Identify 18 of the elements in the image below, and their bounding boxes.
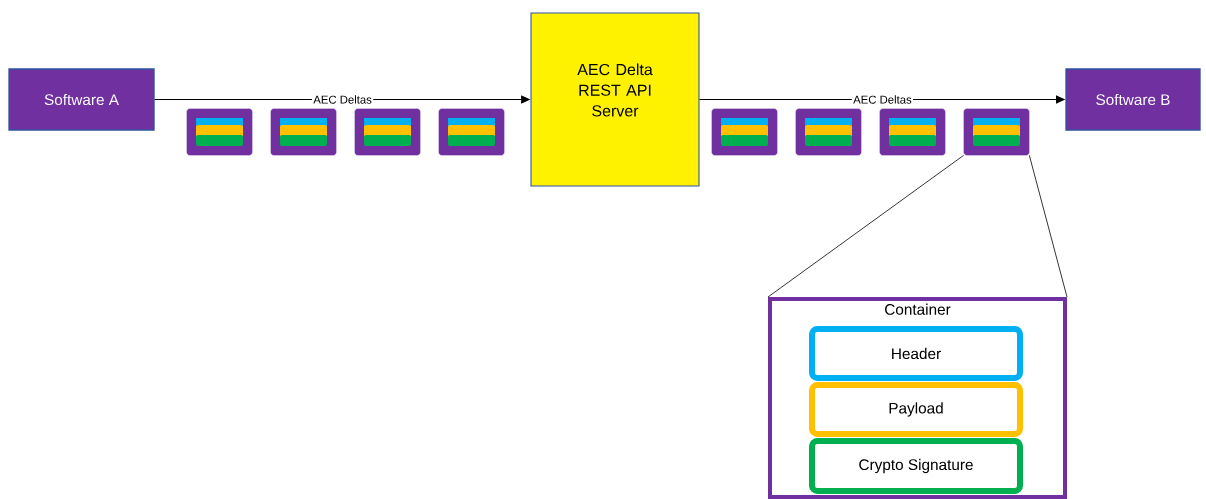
packet-icon — [438, 108, 505, 156]
software-box: Software A — [8, 68, 155, 131]
edge-label: AEC Deltas — [851, 94, 914, 105]
packet-icon — [270, 108, 337, 156]
packet-icon — [879, 108, 946, 156]
signature-box: Crypto Signature — [809, 438, 1023, 494]
header-box: Header — [809, 326, 1023, 381]
server-box: AEC Delta REST API Server — [530, 12, 700, 187]
payload-box: Payload — [809, 382, 1023, 437]
leader-line — [767, 154, 965, 298]
packet-icon — [795, 108, 862, 156]
packet-icon — [963, 108, 1030, 156]
packet-icon — [186, 108, 253, 156]
packet-icon — [354, 108, 421, 156]
packet-icon — [711, 108, 778, 156]
leader-line — [1028, 154, 1068, 298]
software-box: Software B — [1065, 68, 1201, 131]
edge-label: AEC Deltas — [311, 94, 374, 105]
